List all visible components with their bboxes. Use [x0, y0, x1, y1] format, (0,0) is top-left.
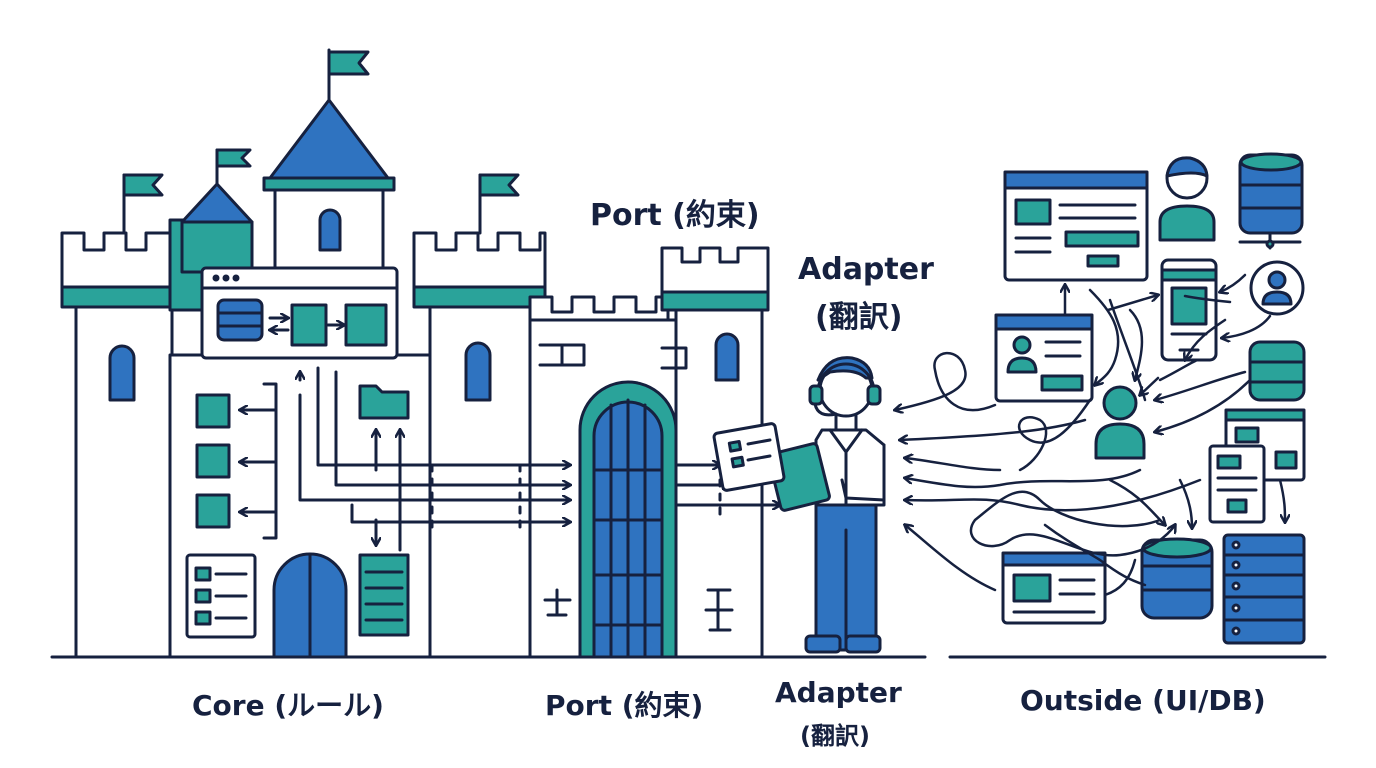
database-icon [1248, 340, 1306, 402]
core-label: Core (ルール) [192, 689, 384, 722]
database-icon [1140, 537, 1214, 620]
browser-window-icon [1003, 170, 1149, 282]
adapter-label-top: Adapter [798, 252, 934, 287]
flag-icon [327, 50, 370, 76]
server-icon [1222, 533, 1306, 645]
castle-icon [60, 48, 547, 659]
adapter-label-top-sub: (翻訳) [815, 300, 903, 335]
outside-label: Outside (UI/DB) [1020, 684, 1266, 717]
adapter-person-icon [712, 356, 886, 654]
flag-icon [122, 173, 164, 197]
document-icon [1208, 408, 1306, 524]
database-icon [1238, 152, 1304, 235]
adapter-label-bottom: Adapter [775, 676, 902, 709]
user-icon [1094, 385, 1146, 460]
user-circle-icon [1249, 260, 1305, 316]
document-icon [195, 393, 231, 529]
core-to-port-arrows [300, 366, 780, 532]
port-label-bottom: Port (約束) [545, 689, 704, 722]
browser-window-icon [994, 313, 1094, 403]
flag-icon [215, 148, 252, 168]
browser-window-icon [1001, 551, 1107, 625]
database-icon [216, 298, 264, 342]
port-label-top: Port (約束) [590, 198, 760, 233]
folder-icon [358, 384, 410, 420]
user-icon [1158, 156, 1216, 242]
phone-icon [1160, 258, 1218, 362]
adapter-label-bottom-sub: (翻訳) [800, 722, 870, 750]
flag-icon [478, 173, 520, 197]
outside-cluster [895, 152, 1306, 645]
port-gate [528, 246, 770, 659]
